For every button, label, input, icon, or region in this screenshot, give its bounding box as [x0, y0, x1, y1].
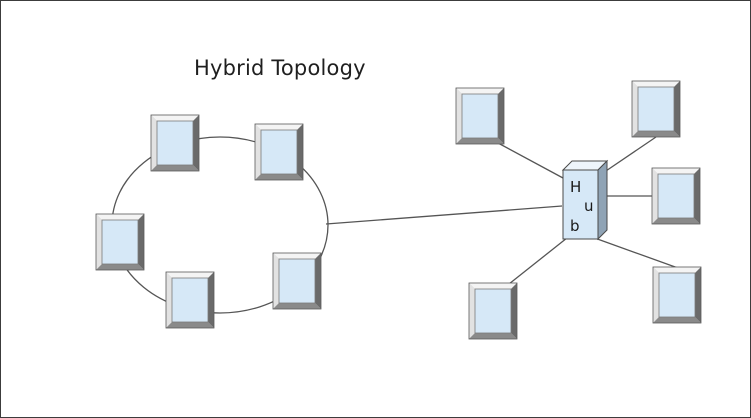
diagram-title: Hybrid Topology	[194, 56, 366, 80]
computer-node	[150, 114, 200, 172]
computer-node	[631, 80, 681, 138]
computer-node	[95, 213, 145, 271]
ring-nodes	[95, 114, 322, 329]
computer-node	[651, 167, 701, 225]
computer-node	[468, 282, 518, 340]
star-link	[497, 142, 564, 179]
hub-label-b: b	[570, 217, 580, 235]
computer-node	[272, 252, 322, 310]
computer-node	[165, 271, 215, 329]
computer-node	[652, 266, 702, 324]
hub-label-u: u	[584, 197, 594, 215]
star-link	[508, 233, 573, 285]
computer-node	[254, 123, 304, 181]
star-link	[599, 136, 657, 176]
hub-device: H u b	[561, 159, 609, 241]
backbone-link	[325, 205, 563, 225]
hub-label-h: H	[570, 178, 581, 196]
computer-node	[455, 87, 505, 145]
